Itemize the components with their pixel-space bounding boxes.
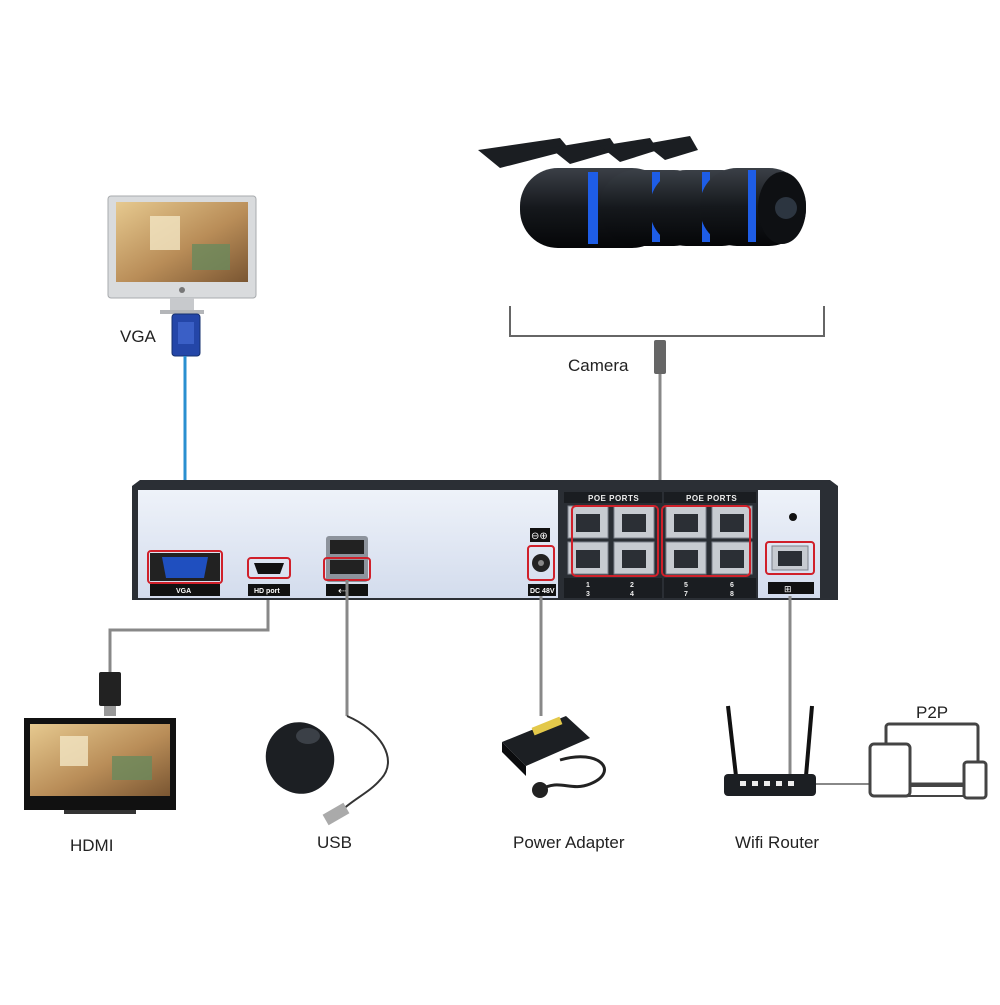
camera-group: [478, 136, 806, 248]
poe-port: [665, 505, 707, 539]
hdmi-port-label: HD port: [254, 588, 280, 595]
p2p-label: P2P: [916, 703, 948, 722]
poe-port-number: 3: [586, 591, 590, 598]
camera-bracket: [509, 306, 825, 337]
camera-label: Camera: [568, 356, 629, 375]
poe-port-number: 4: [630, 591, 634, 598]
hdmi-cable: [108, 600, 270, 676]
hdmi-port: [254, 563, 284, 574]
network-symbol-icon: ⊞: [784, 584, 792, 594]
wifi-router-label: Wifi Router: [735, 833, 819, 852]
hdmi-plug-icon: [99, 672, 121, 706]
poe-port-number: 2: [630, 582, 634, 589]
vga-label: VGA: [120, 327, 157, 346]
usb-port: [330, 560, 364, 574]
lan-port-highlight: [765, 541, 815, 575]
tablet-icon: [868, 742, 912, 798]
dc-symbol-icon: ⊖⊕: [531, 531, 548, 542]
usb-port: [330, 540, 364, 554]
usb-symbol-icon: ⇠: [338, 586, 347, 597]
vga-monitor: [107, 195, 257, 314]
poe-highlight-1: [571, 505, 659, 577]
mouse-icon: [265, 715, 389, 826]
power-adapter-icon: [502, 716, 606, 798]
vga-port: [162, 557, 208, 578]
router-icon: [724, 705, 816, 796]
phone-icon: [962, 760, 988, 800]
dc-label: DC 48V: [530, 588, 555, 595]
usb-label: USB: [317, 833, 352, 852]
vga-port-highlight: [147, 550, 223, 584]
hdmi-tv: [24, 718, 176, 814]
nvr-device: VGA HD port ⇠ ⊖⊕ DC 48V POE PORTS POE PO…: [132, 480, 838, 600]
poe-port-number: 6: [730, 582, 734, 589]
poe-port-number: 7: [684, 591, 688, 598]
poe-highlight-2: [661, 505, 751, 577]
p2p-devices-icon: [868, 722, 988, 800]
power-adapter-label: Power Adapter: [513, 833, 625, 852]
poe-group-label-2: POE PORTS: [686, 494, 737, 503]
vga-connector-icon: [171, 313, 201, 357]
poe-port-number: 5: [684, 582, 688, 589]
vga-port-label: VGA: [176, 588, 191, 595]
hdmi-label: HDMI: [70, 836, 113, 855]
poe-port-number: 1: [586, 582, 590, 589]
rj45-plug-icon: [654, 340, 666, 374]
poe-group-label-1: POE PORTS: [588, 494, 639, 503]
hdmi-port-highlight: [247, 557, 291, 579]
poe-port-grid: [567, 505, 753, 577]
camera-icon: [645, 136, 806, 246]
poe-port-number: 8: [730, 591, 734, 598]
reset-button: [789, 513, 797, 521]
dc-port-highlight: [527, 545, 555, 581]
